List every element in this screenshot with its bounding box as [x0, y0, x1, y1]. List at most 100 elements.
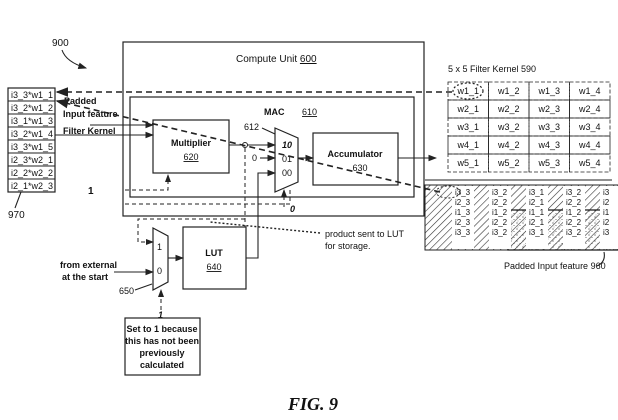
kernel-cell-label: w5_4 [578, 158, 601, 168]
kernel-cell-label: w2_1 [456, 104, 479, 114]
input-cell-label: i1_1 [529, 208, 545, 217]
input-column-bg [563, 186, 585, 249]
multiplier-enable-line [125, 174, 171, 191]
input-cell-label: i3 [603, 228, 610, 237]
kernel-cell-label: w4_2 [497, 140, 520, 150]
input-cell-label: i1_2 [492, 208, 508, 217]
input-cell-label: i1 [603, 208, 610, 217]
multiplier-ref: 620 [183, 152, 198, 162]
accumulator-ref: 630 [352, 163, 367, 173]
note-line: calculated [140, 360, 184, 370]
list-item: i3_1*w1_3 [11, 116, 53, 126]
input-cell-label: i1_2 [566, 208, 582, 217]
multiplier-620 [152, 119, 230, 174]
input-cell-label: i3_2 [566, 188, 582, 197]
note-box [124, 317, 201, 376]
product-note-leader [209, 221, 321, 234]
figure-caption: FIG. 9 [287, 394, 338, 414]
padded-input-leader [596, 251, 605, 267]
padded-input-label-1: Padded [64, 96, 97, 106]
mac-ref: 610 [302, 107, 317, 117]
compute-unit-label: Compute Unit 600 [236, 54, 317, 65]
kernel-cell-label: w3_3 [537, 122, 560, 132]
input-cell-label: i2_2 [566, 218, 582, 227]
external-label-2: at the start [62, 272, 108, 282]
list-item: i2_1*w2_3 [11, 181, 53, 191]
lut-ref: 640 [206, 262, 221, 272]
kernel-cell-label: w5_1 [456, 158, 479, 168]
kernel-cell-label: w1_3 [537, 86, 560, 96]
input-cell-label: i3_2 [566, 228, 582, 237]
mux-612-in-01: 01 [282, 154, 292, 164]
external-label-1: from external [60, 260, 117, 270]
input-cell-label: i3_3 [455, 228, 471, 237]
kernel-cell-label: w3_4 [578, 122, 601, 132]
input-cell-label: i2 [603, 218, 610, 227]
kernel-cell-label: w3_2 [497, 122, 520, 132]
accumulator-630 [312, 132, 399, 186]
list-item: i3_2*w1_2 [11, 103, 53, 113]
note-line: previously [139, 348, 184, 358]
input-cell-label: i2 [603, 198, 610, 207]
one-input-label: 1 [88, 186, 94, 197]
note-line: this has not been [125, 336, 199, 346]
product-note-1: product sent to LUT [325, 229, 405, 239]
filter-kernel-label: Filter Kernel [63, 126, 116, 136]
kernel-cell-label: w1_1 [456, 86, 479, 96]
mux-650 [152, 227, 169, 291]
mux-650-leader [134, 283, 153, 291]
kernel-cell-label: w4_3 [537, 140, 560, 150]
input-column-bg [526, 186, 548, 249]
ref-970: 970 [8, 210, 25, 221]
padded-input-label: Padded Input feature 960 [504, 261, 606, 271]
kernel-cell-label: w5_3 [537, 158, 560, 168]
input-cell-label: i3_2 [492, 188, 508, 197]
w1-1-highlight [452, 82, 484, 100]
mux-612-leader [261, 127, 276, 135]
note-line: Set to 1 because [126, 324, 197, 334]
list-item: i3_2*w1_4 [11, 129, 53, 139]
mux-612-select: 0 [290, 204, 295, 214]
kernel-cell-label: w2_3 [537, 104, 560, 114]
mux-650-in-0: 0 [157, 266, 162, 276]
accumulator-label: Accumulator [327, 149, 383, 159]
mux-650-select: 1 [158, 310, 163, 320]
input-fetch-dash [55, 98, 441, 193]
kernel-cell [569, 153, 611, 173]
select-dash-line [125, 190, 291, 205]
padded-input-label-2: Input feature [63, 109, 118, 119]
input-cell-label: i2_1 [529, 198, 545, 207]
kernel-cell-label: w4_1 [456, 140, 479, 150]
note-text: Set to 1 because this has not been previou… [125, 324, 199, 370]
i3-3-highlight [435, 185, 461, 199]
mux-650-ref: 650 [119, 286, 134, 296]
product-note-2: for storage. [325, 241, 371, 251]
ref-970-leader [14, 191, 22, 209]
input-cell-label: i2_1 [529, 218, 545, 227]
filter-kernel-title: 5 x 5 Filter Kernel 590 [448, 64, 536, 74]
lut-to-mux-line [246, 169, 277, 259]
input-column-bg [600, 186, 618, 249]
kernel-cell-label: w3_1 [456, 122, 479, 132]
ref-900-arrow [61, 49, 88, 69]
mux-612-zero-input: 0 [252, 153, 257, 163]
input-cell-label: i3_2 [492, 228, 508, 237]
kernel-cell-label: w4_4 [578, 140, 601, 150]
mux-612-in-00: 00 [282, 168, 292, 178]
kernel-cell-label: w2_2 [497, 104, 520, 114]
kernel-cell-label: w1_4 [578, 86, 601, 96]
input-cell-label: i2_2 [492, 198, 508, 207]
kernel-cell-label: w2_4 [578, 104, 601, 114]
input-cell-label: i3_1 [529, 188, 545, 197]
input-cell-label: i2_3 [455, 198, 471, 207]
input-cell-label: i3_1 [529, 228, 545, 237]
mux-612-in-10: 10 [282, 140, 292, 150]
list-item: i3_3*w1_5 [11, 142, 53, 152]
list-item: i2_3*w2_1 [11, 155, 53, 165]
lut-label: LUT [205, 248, 223, 258]
input-cell-label: i2_3 [455, 218, 471, 227]
list-item: i3_3*w1_1 [11, 90, 53, 100]
input-column-bg [452, 186, 474, 249]
